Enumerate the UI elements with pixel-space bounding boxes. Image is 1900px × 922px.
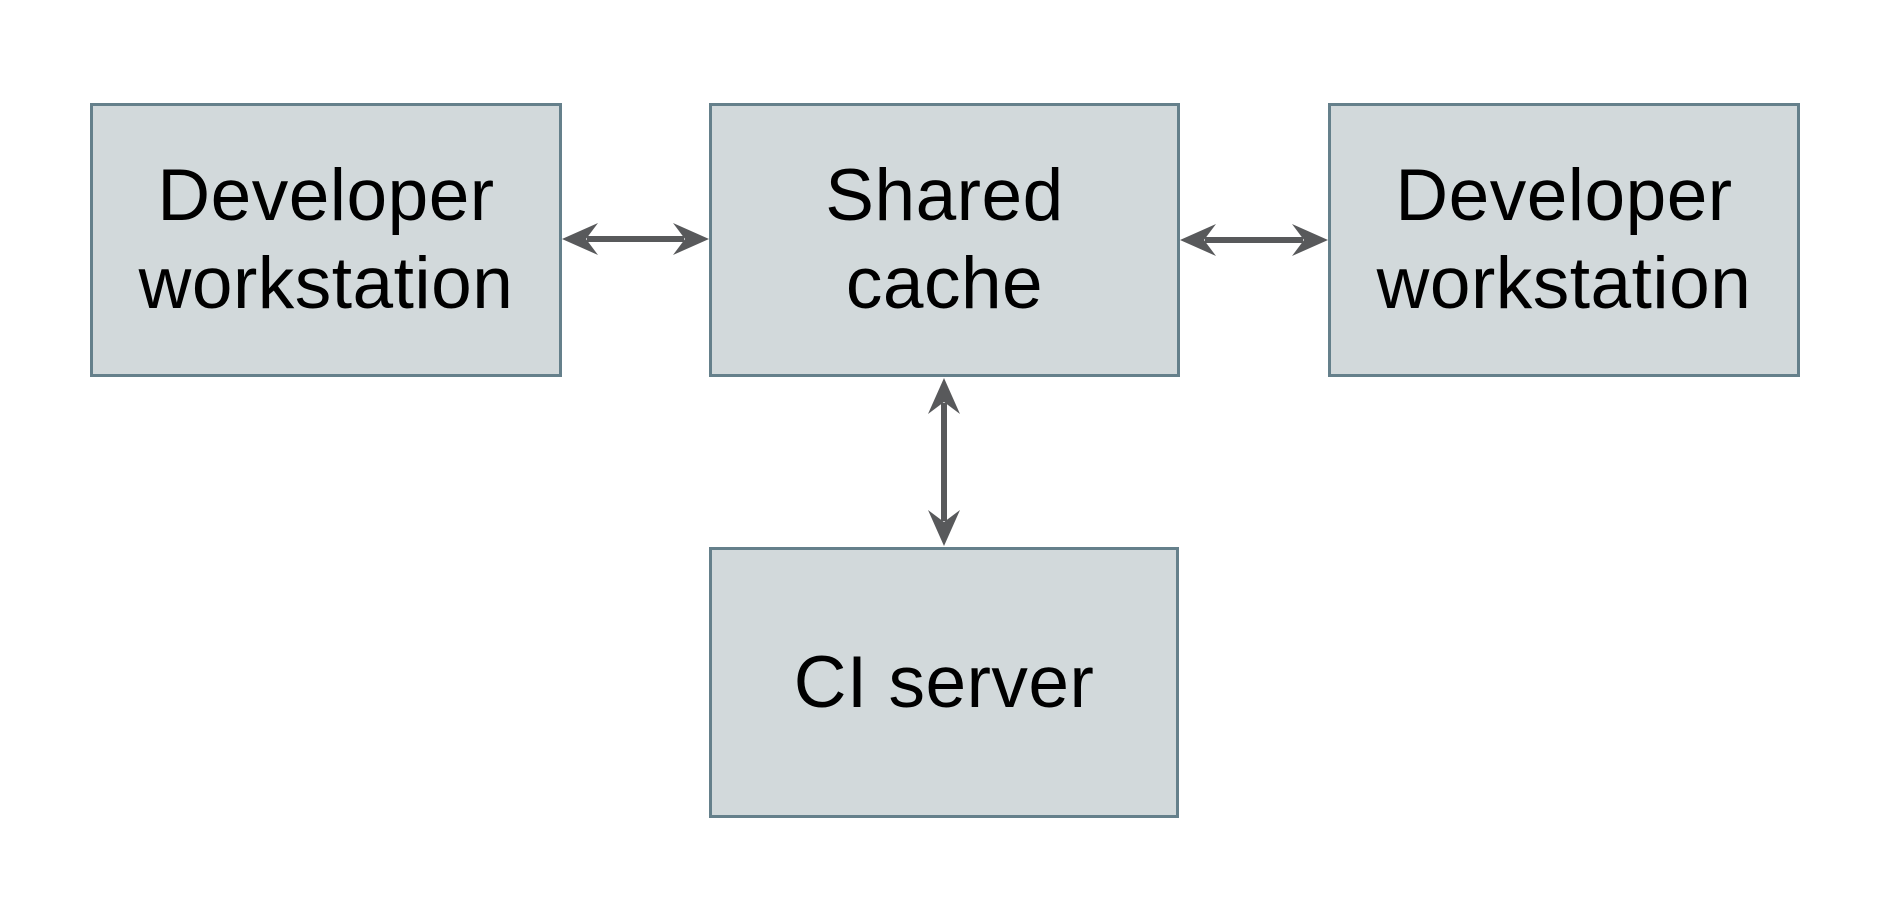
arrowhead-up-icon [928,378,960,414]
node-developer-workstation-right-label: Developer workstation [1376,155,1752,324]
arrowhead-right-icon [673,223,709,255]
arrowhead-down-icon [928,510,960,546]
node-developer-workstation-left-label: Developer workstation [138,155,514,324]
node-ci-server-label: CI server [793,641,1095,723]
node-developer-workstation-left: Developer workstation [90,103,562,377]
bidirectional-arrow-workstation-left-to-cache [562,223,709,255]
arrowhead-left-icon [1180,224,1216,256]
node-ci-server: CI server [709,547,1179,818]
arrowhead-left-icon [562,223,598,255]
node-developer-workstation-right: Developer workstation [1328,103,1800,377]
node-shared-cache: Shared cache [709,103,1180,377]
bidirectional-arrow-cache-to-ci-server [928,378,960,546]
bidirectional-arrow-cache-to-workstation-right [1180,224,1328,256]
arrowhead-right-icon [1292,224,1328,256]
node-shared-cache-label: Shared cache [825,155,1064,324]
